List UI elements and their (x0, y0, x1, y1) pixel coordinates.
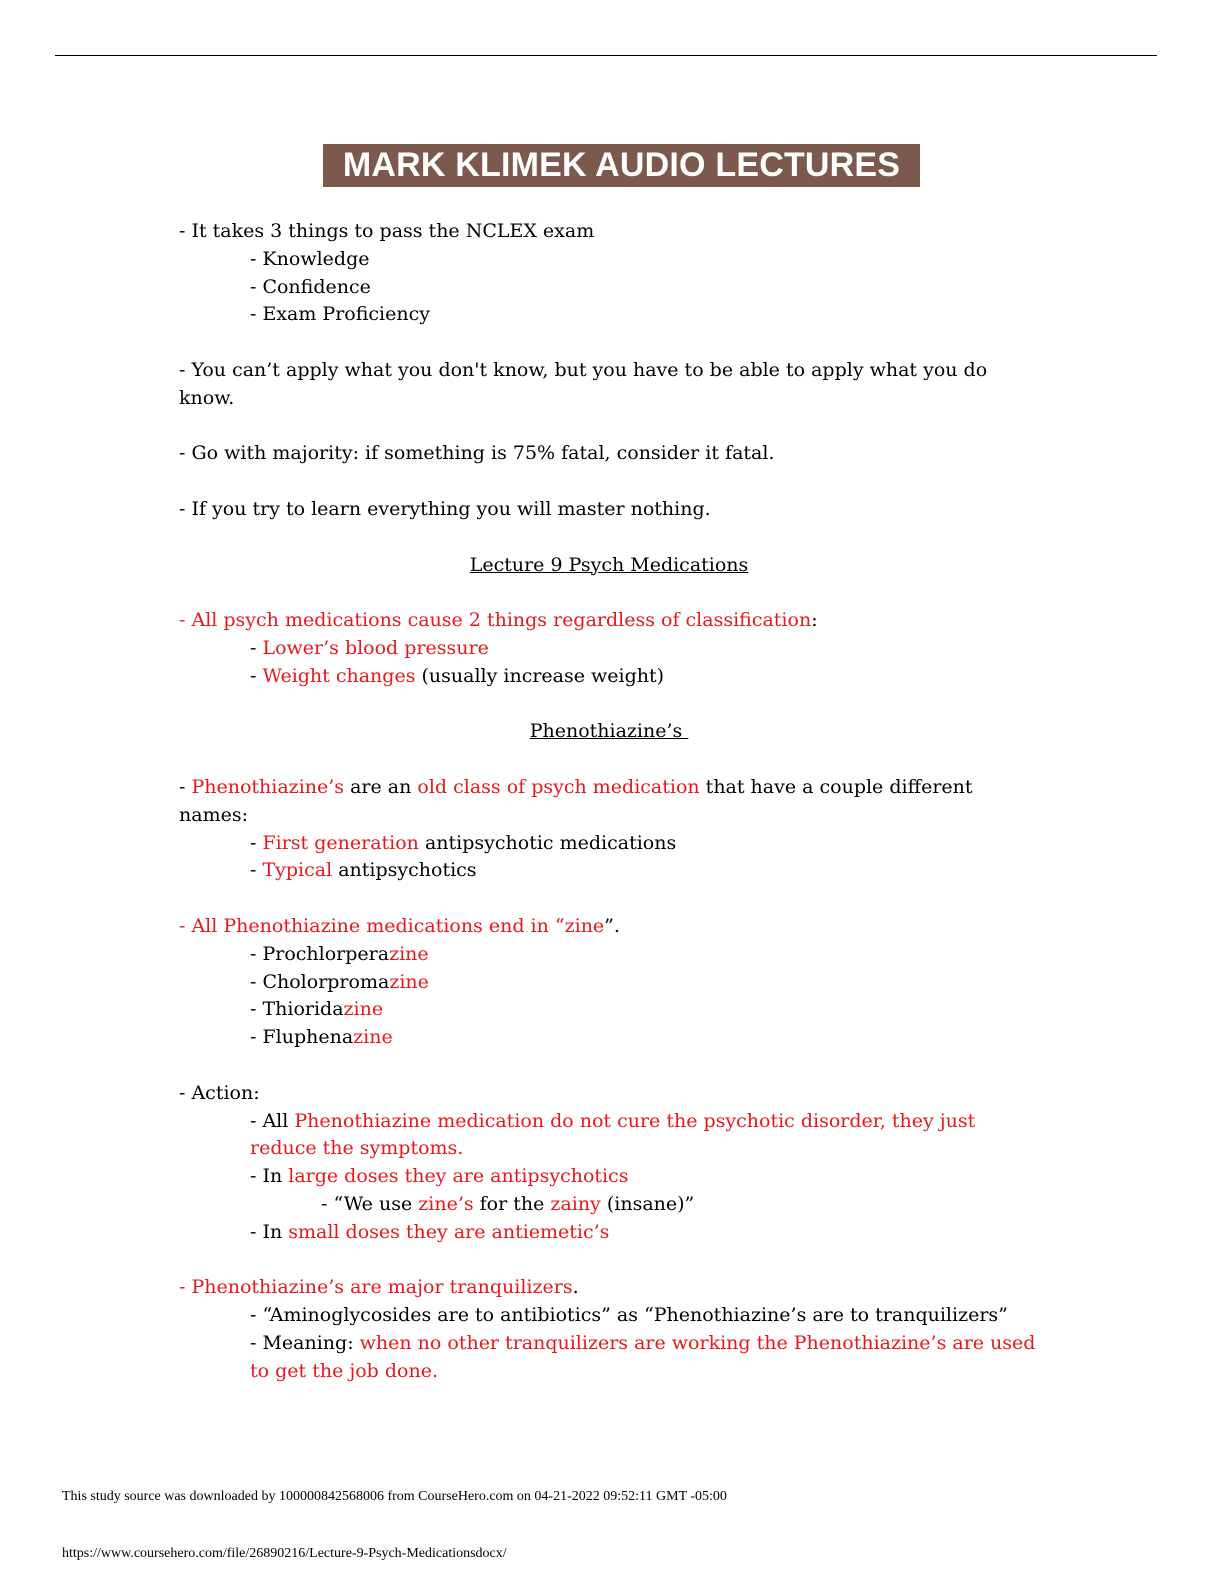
list-item: - Weight changes (usually increase weigh… (250, 664, 665, 687)
intro-line: - Go with majority: if something is 75% … (179, 442, 775, 465)
lecture-heading: Lecture 9 Psych Medications (469, 553, 749, 576)
action-label: - Action: (179, 1081, 260, 1104)
list-item: - Lower’s blood pressure (250, 636, 489, 659)
list-item: - Confidence (250, 275, 371, 298)
drug-item: - Cholorpromazine (250, 970, 429, 993)
list-item: - Exam Proficiency (250, 303, 430, 326)
list-item: - In small doses they are antiemetic’s (250, 1220, 610, 1243)
list-item: - Meaning: when no other tranquilizers a… (250, 1331, 1036, 1382)
list-item: - First generation antipsychotic medicat… (250, 831, 677, 854)
list-item: - Knowledge (250, 247, 370, 270)
document-body: - It takes 3 things to pass the NCLEX ex… (179, 218, 1039, 1385)
footer-url[interactable]: https://www.coursehero.com/file/26890216… (62, 1546, 507, 1561)
drug-item: - Fluphenazine (250, 1026, 393, 1049)
intro-line: - If you try to learn everything you wil… (179, 497, 711, 520)
list-item: - All Phenothiazine medication do not cu… (250, 1109, 976, 1160)
intro-line: - It takes 3 things to pass the NCLEX ex… (179, 220, 595, 242)
list-item: - In large doses they are antipsychotics (250, 1165, 629, 1188)
zine-rule-line: - All Phenothiazine medications end in “… (179, 914, 620, 937)
section-heading: Phenothiazine’s (529, 720, 689, 743)
major-tranquilizers-line: - Phenothiazine’s are major tranquilizer… (179, 1276, 579, 1299)
pheno-intro-line: - Phenothiazine’s are an old class of ps… (179, 775, 973, 826)
footer-source: This study source was downloaded by 1000… (62, 1489, 727, 1504)
top-rule (55, 55, 1157, 56)
list-item: - Typical antipsychotics (250, 859, 477, 882)
list-item: - “We use zine’s for the zainy (insane)” (321, 1192, 695, 1215)
drug-item: - Thioridazine (250, 998, 384, 1021)
list-item: - “Aminoglycosides are to antibiotics” a… (250, 1304, 1008, 1327)
psych-effects-line: - All psych medications cause 2 things r… (179, 609, 818, 632)
drug-item: - Prochlorperazine (250, 942, 429, 965)
banner-title: MARK KLIMEK AUDIO LECTURES (323, 144, 920, 187)
intro-line: - You can’t apply what you don't know, b… (179, 358, 988, 409)
